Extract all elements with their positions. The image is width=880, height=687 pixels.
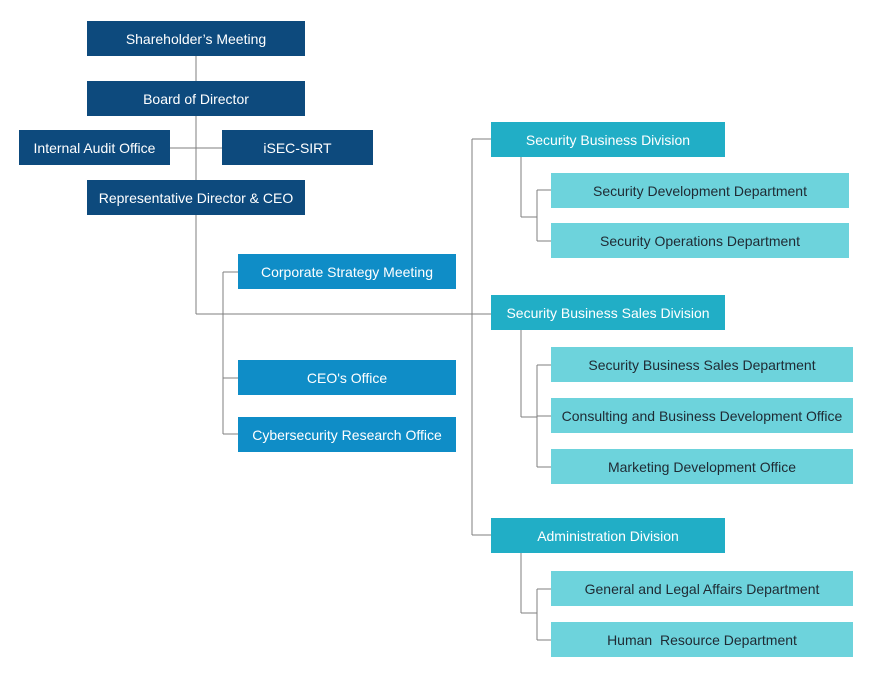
corporate-strategy-meeting-box: Corporate Strategy Meeting (238, 254, 456, 289)
internal-audit-office-box: Internal Audit Office (19, 130, 170, 165)
cybersecurity-research-office-box: Cybersecurity Research Office (238, 417, 456, 452)
general-legal-affairs-department-box: General and Legal Affairs Department (551, 571, 853, 606)
administration-division-box: Administration Division (491, 518, 725, 553)
ceos-office-box: CEO's Office (238, 360, 456, 395)
representative-director-ceo-box: Representative Director & CEO (87, 180, 305, 215)
isec-sirt-box: iSEC-SIRT (222, 130, 373, 165)
marketing-development-office-box: Marketing Development Office (551, 449, 853, 484)
security-operations-department-box: Security Operations Department (551, 223, 849, 258)
shareholders-meeting-box: Shareholder’s Meeting (87, 21, 305, 56)
human-resource-department-box: Human Resource Department (551, 622, 853, 657)
security-business-sales-division-box: Security Business Sales Division (491, 295, 725, 330)
security-business-division-box: Security Business Division (491, 122, 725, 157)
security-development-department-box: Security Development Department (551, 173, 849, 208)
security-business-sales-department-box: Security Business Sales Department (551, 347, 853, 382)
consulting-business-development-office-box: Consulting and Business Development Offi… (551, 398, 853, 433)
board-of-director-box: Board of Director (87, 81, 305, 116)
